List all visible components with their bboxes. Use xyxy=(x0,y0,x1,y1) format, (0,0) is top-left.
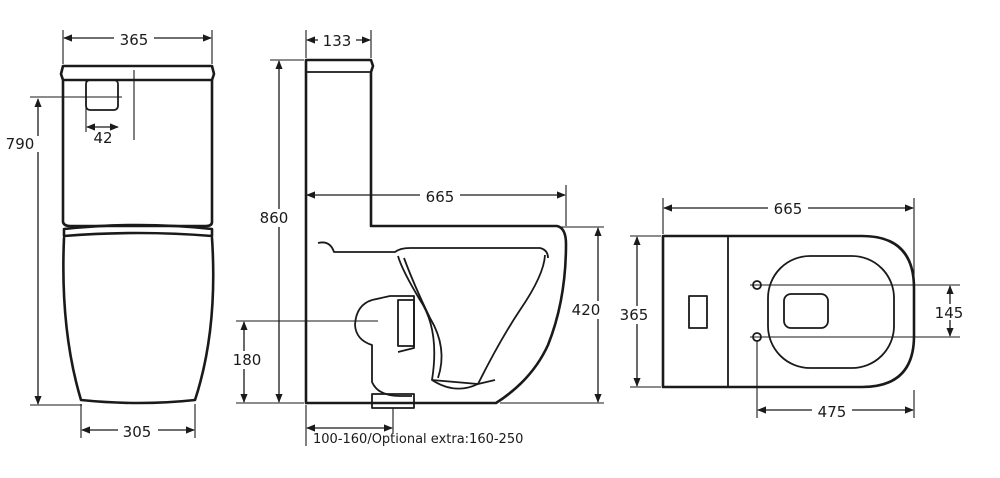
top-outline xyxy=(661,234,916,389)
dim-side-seat-height: 420 xyxy=(572,301,601,319)
top-view: 665 365 145 475 xyxy=(618,198,968,421)
side-bowl-interior xyxy=(397,254,546,385)
front-view: 365 790 42 305 xyxy=(0,30,216,441)
dim-side-outlet-height: 180 xyxy=(233,351,262,369)
dim-front-base-width: 305 xyxy=(123,423,152,441)
flush-button xyxy=(85,79,119,111)
dim-top-fixing-spacing: 145 xyxy=(935,304,964,322)
side-seat-rim xyxy=(317,241,549,259)
top-seat xyxy=(767,255,895,369)
dim-side-length: 665 xyxy=(426,188,455,206)
front-pan-body xyxy=(62,236,215,405)
side-view: 133 860 665 420 180 100-160/Optional ext… xyxy=(230,30,608,447)
dim-front-tank-width: 365 xyxy=(120,31,149,49)
side-trapway xyxy=(354,299,412,397)
dim-front-tank-height: 790 xyxy=(6,135,35,153)
dim-side-outlet-note: 100-160/Optional extra:160-250 xyxy=(313,432,523,447)
dim-side-tank-depth: 133 xyxy=(323,32,352,50)
dim-top-length: 665 xyxy=(774,200,803,218)
dim-side-total-height: 860 xyxy=(260,209,289,227)
top-seat-opening xyxy=(783,293,829,329)
side-outline xyxy=(304,58,568,405)
dim-top-fixing-depth: 475 xyxy=(818,403,847,421)
dim-front-button-offset: 42 xyxy=(93,129,112,147)
front-cistern-lid xyxy=(59,64,216,82)
front-seat-band xyxy=(62,223,214,238)
top-flush-button xyxy=(688,295,708,329)
dim-top-width: 365 xyxy=(620,306,649,324)
